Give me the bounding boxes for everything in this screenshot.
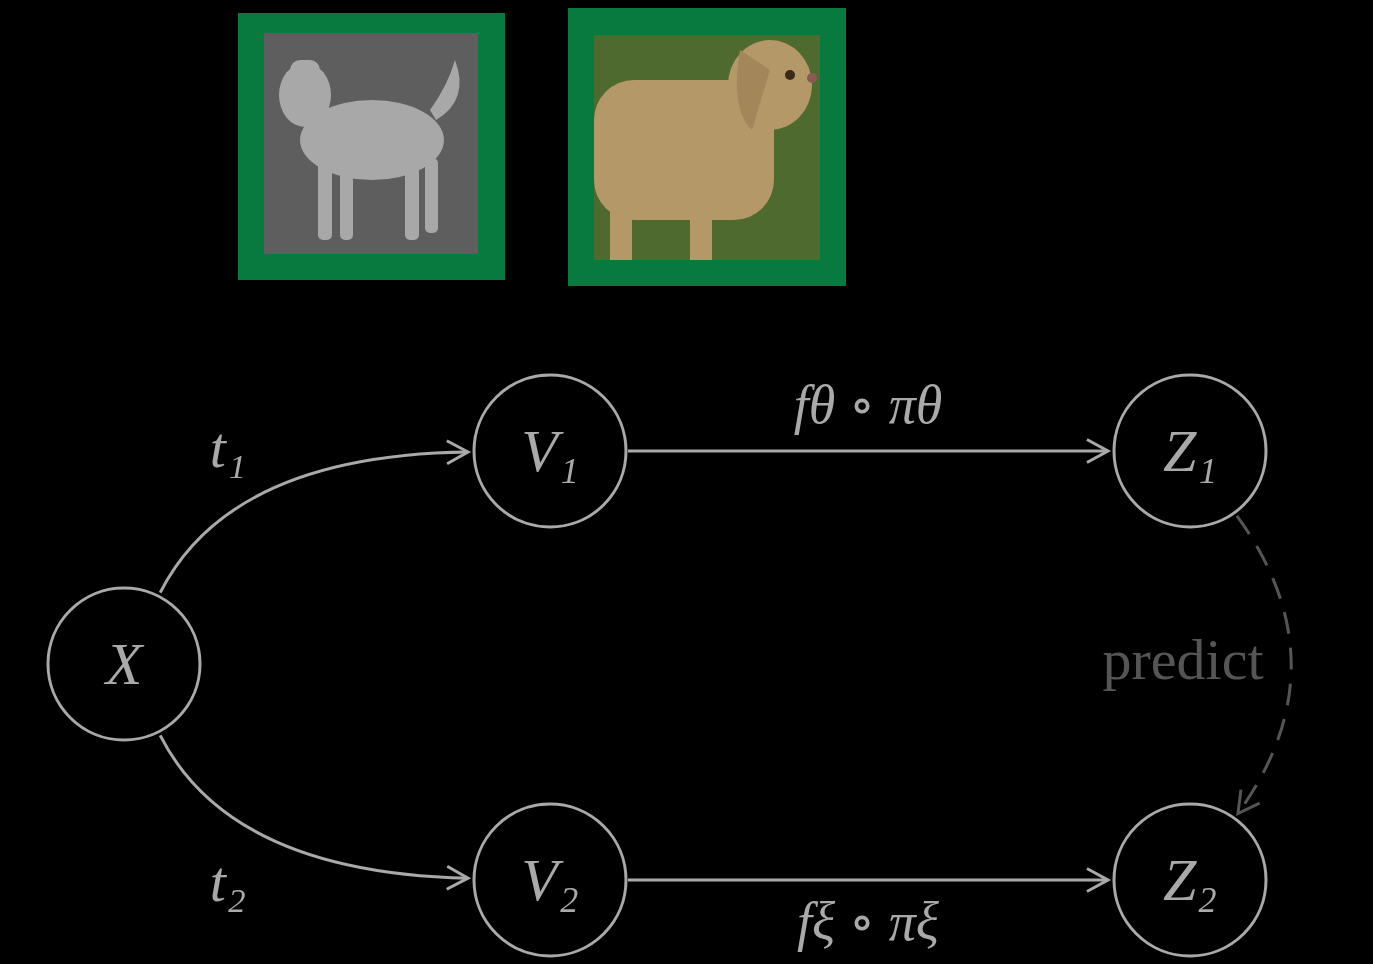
view-frame [568,8,846,286]
variable-name: V₂ [521,850,579,910]
variable-circle: Z₂ [1112,802,1268,958]
function-label: fθ ∘ πθ [790,376,947,434]
variable-circle: V₂ [472,802,628,958]
variable-circle: X [46,586,202,742]
view-image [264,33,478,254]
function-label: t₂ [206,851,250,913]
mapping-arrow [628,439,1108,462]
predict-label: predict [1098,629,1267,691]
function-label: fξ ∘ πξ [793,893,943,951]
variable-circle: Z₁ [1112,373,1268,529]
function-label: t₁ [206,417,250,479]
variable-circle: V₁ [472,373,628,529]
view-frame [238,13,505,280]
variable-name: Z₂ [1163,850,1217,910]
dog-figure [279,60,460,240]
variable-name: X [106,634,143,694]
variable-name: Z₁ [1163,421,1217,481]
view-image [594,35,820,260]
mapping-arrow [628,868,1108,891]
dog-figure [594,40,817,260]
variable-name: V₁ [521,421,579,481]
